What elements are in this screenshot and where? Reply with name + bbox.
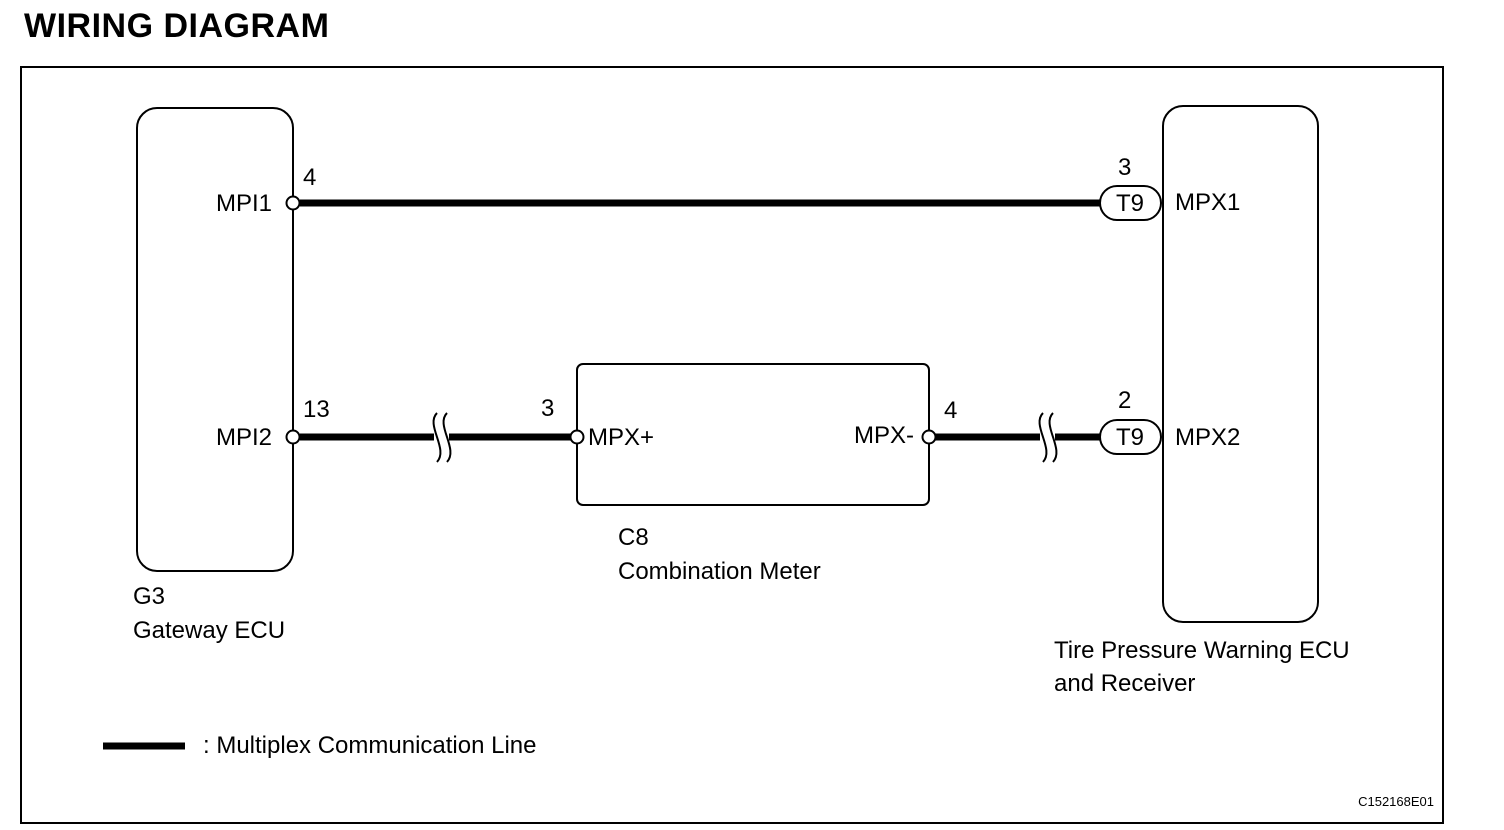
combination-meter-name: Combination Meter [618, 558, 821, 585]
gateway-pin-4-terminal [285, 195, 301, 211]
gateway-ecu-code: G3 [133, 583, 165, 610]
tpms-ecu-name-line2: and Receiver [1054, 670, 1195, 697]
wire-break-symbol-left [432, 412, 452, 463]
meter-pin-4-terminal [921, 429, 937, 445]
figure-code: C152168E01 [1358, 794, 1434, 809]
gateway-ecu-name: Gateway ECU [133, 617, 285, 644]
connector-t9-lower-label: T9 [1116, 424, 1144, 451]
gateway-pin-4-name: MPI1 [216, 190, 272, 217]
meter-pin-3-terminal [569, 429, 585, 445]
gateway-pin-13-name: MPI2 [216, 424, 272, 451]
connector-t9-upper-label: T9 [1116, 190, 1144, 217]
meter-pin-3-number: 3 [541, 395, 554, 422]
tire-pressure-ecu-box [1162, 105, 1319, 623]
page-title: WIRING DIAGRAM [24, 7, 330, 45]
meter-pin-3-name: MPX+ [588, 424, 654, 451]
connector-t9-upper: T9 [1099, 185, 1162, 221]
meter-pin-4-number: 4 [944, 397, 957, 424]
diagram-frame [20, 66, 1444, 824]
tpms-pin-3-number: 3 [1118, 154, 1131, 181]
combination-meter-code: C8 [618, 524, 649, 551]
connector-t9-lower: T9 [1099, 419, 1162, 455]
gateway-pin-13-terminal [285, 429, 301, 445]
tpms-ecu-name-line1: Tire Pressure Warning ECU [1054, 637, 1350, 664]
tpms-pin-3-name: MPX1 [1175, 189, 1240, 216]
wire-break-symbol-right [1038, 412, 1058, 463]
gateway-pin-13-number: 13 [303, 396, 330, 423]
meter-pin-4-name: MPX- [854, 422, 914, 449]
gateway-pin-4-number: 4 [303, 164, 316, 191]
tpms-pin-2-name: MPX2 [1175, 424, 1240, 451]
legend-label: : Multiplex Communication Line [203, 732, 536, 759]
tpms-pin-2-number: 2 [1118, 387, 1131, 414]
gateway-ecu-box [136, 107, 294, 572]
